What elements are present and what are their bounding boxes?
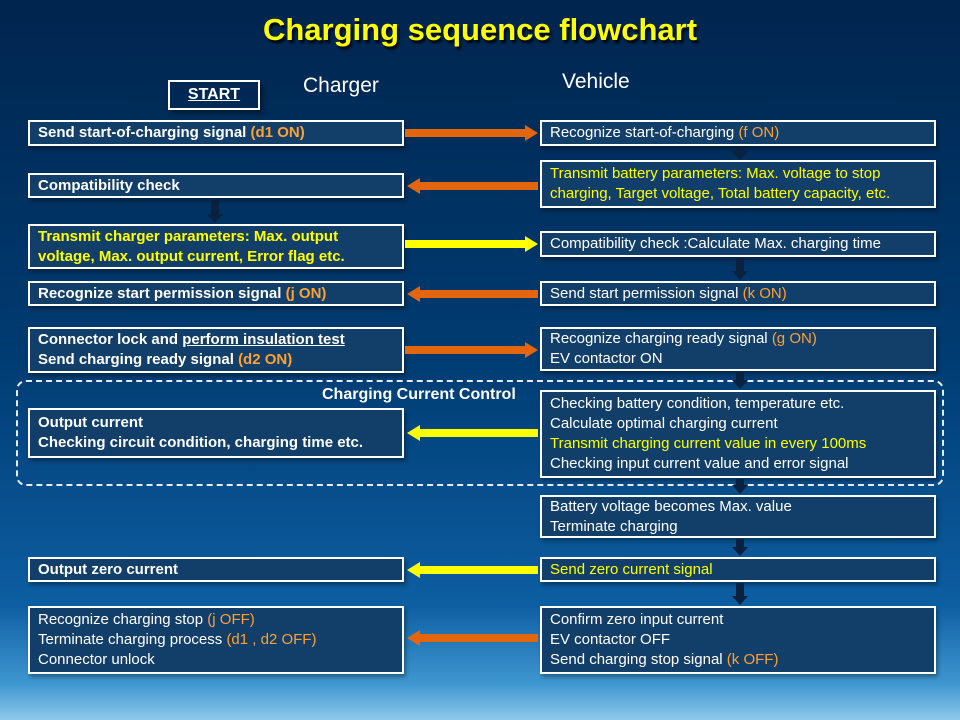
output-current-line1: Output current [38,414,143,431]
page-title: Charging sequence flowchart [262,12,698,47]
recognize-start-signal: (f ON) [738,124,780,141]
vehicle-box-compatibility: Compatibility check :Calculate Max. char… [540,231,936,257]
zero-current-text: Send zero current signal [550,560,713,578]
vehicle-box-zero-current: Send zero current signal [540,557,936,582]
charger-box-connector-lock: Connector lock and perform insulation te… [28,327,404,373]
recognize-permission-signal: (j ON) [285,284,327,302]
compatibility-text: Compatibility check [38,176,180,194]
max-voltage-line2: Terminate charging [550,517,678,535]
charging-ready-text: Send charging ready signal [38,351,239,368]
insulation-test-text: perform insulation test [182,331,345,348]
ready-line1-signal: (g ON) [771,330,817,347]
charger-stop-line1: Recognize charging stop [38,611,208,628]
column-header-charger: Charger [303,74,379,97]
max-voltage-line1: Battery voltage becomes Max. value [550,497,792,515]
arrow-charging-stop-left-icon [407,630,538,646]
charging-current-control-label: Charging Current Control [322,386,516,403]
arrow-charging-ready-right-icon [405,342,538,358]
send-permission-text: Send start permission signal [550,284,743,302]
charger-box-transmit-params: Transmit charger parameters: Max. output… [28,224,404,269]
charger-stop-line1-signal: (j OFF) [207,611,255,628]
arrow-start-permission-left-icon [407,286,538,302]
vehicle-box-send-permission: Send start permission signal (k ON) [540,281,936,306]
arrow-down-charger-1-icon [207,199,223,223]
vehicle-stop-line1: Confirm zero input current [550,611,724,628]
vehicle-box-stop: Confirm zero input current EV contactor … [540,606,936,674]
start-node: START [168,80,260,110]
charger-box-compatibility: Compatibility check [28,173,404,198]
arrow-send-start-right-icon [405,125,538,141]
ready-line2: EV contactor ON [550,350,663,367]
charging-current-control-region [16,380,944,486]
send-start-signal: (d1 ON) [250,124,305,141]
arrow-down-vehicle-6-icon [732,583,748,605]
send-permission-signal: (k ON) [742,284,787,302]
column-header-vehicle: Vehicle [562,70,630,93]
output-zero-text: Output zero current [38,560,179,578]
vehicle-box-max-voltage: Battery voltage becomes Max. value Termi… [540,495,936,538]
current-control-line1: Checking battery condition, temperature … [550,395,845,412]
current-control-line2: Calculate optimal charging current [550,415,778,432]
start-label: START [187,86,241,103]
arrow-down-vehicle-3-icon [732,372,748,389]
charger-stop-line3: Connector unlock [38,651,155,668]
arrow-down-vehicle-5-icon [732,539,748,556]
current-control-line4: Checking input current value and error s… [550,455,849,472]
arrow-charger-params-right-icon [405,236,538,252]
vehicle-stop-line2: EV contactor OFF [550,631,671,648]
charger-stop-line2-signal: (d1 , d2 OFF) [226,631,317,648]
charging-ready-signal: (d2 ON) [238,351,293,368]
charger-box-stop: Recognize charging stop (j OFF) Terminat… [28,606,404,674]
current-control-line3: Transmit charging current value in every… [550,435,867,452]
vehicle-stop-line3: Send charging stop signal [550,651,727,668]
arrow-down-vehicle-1-icon [732,147,748,160]
output-current-line2: Checking circuit condition, charging tim… [38,434,364,451]
send-start-text: Send start-of-charging signal [38,124,251,141]
charger-stop-line2: Terminate charging process [38,631,227,648]
ready-line1: Recognize charging ready signal [550,330,772,347]
vehicle-stop-line3-signal: (k OFF) [726,651,779,668]
arrow-charging-current-left-icon [407,425,538,441]
arrow-down-vehicle-4-icon [732,479,748,494]
recognize-permission-text: Recognize start permission signal [38,284,286,302]
vehicle-box-ready: Recognize charging ready signal (g ON) E… [540,327,936,371]
charger-box-recognize-permission: Recognize start permission signal (j ON) [28,281,404,306]
arrow-battery-params-left-icon [407,178,538,194]
vehicle-box-current-control: Checking battery condition, temperature … [540,390,936,478]
transmit-battery-text: Transmit battery parameters: Max. voltag… [550,165,891,202]
charger-box-output-zero: Output zero current [28,557,404,582]
charger-box-output-current: Output current Checking circuit conditio… [28,408,404,458]
connector-lock-text: Connector lock and [38,331,183,348]
arrow-zero-current-left-icon [407,562,538,578]
arrow-down-vehicle-2-icon [732,258,748,280]
charger-box-send-start: Send start-of-charging signal (d1 ON) [28,120,404,146]
transmit-params-text: Transmit charger parameters: Max. output… [38,227,345,265]
vehicle-compatibility-text: Compatibility check :Calculate Max. char… [550,235,881,252]
vehicle-box-recognize-start: Recognize start-of-charging (f ON) [540,120,936,146]
recognize-start-text: Recognize start-of-charging [550,124,739,141]
vehicle-box-transmit-battery: Transmit battery parameters: Max. voltag… [540,160,936,208]
